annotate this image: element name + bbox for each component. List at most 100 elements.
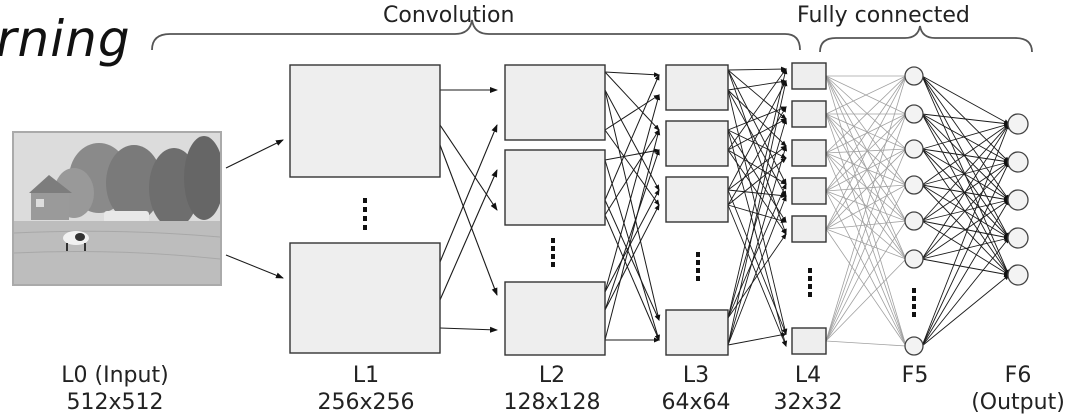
fc-edge — [921, 199, 1010, 260]
connection-edge — [604, 94, 661, 293]
fc-edge — [921, 237, 1010, 347]
fc-edge — [825, 258, 907, 342]
connection-edge — [727, 68, 787, 151]
connection-edge — [604, 199, 660, 321]
slide-title-fragment: rning — [0, 10, 131, 68]
connection-edge — [604, 89, 660, 191]
l1-feature-map — [289, 64, 441, 178]
fc-edge — [921, 113, 1010, 239]
layer-size: 512x512 — [66, 390, 164, 415]
f5-neuron — [904, 139, 924, 159]
connection-edge — [727, 66, 787, 72]
connection-edge — [439, 124, 498, 263]
connection-edge — [604, 71, 660, 78]
connection-edge — [604, 159, 660, 341]
l4-feature-map — [791, 177, 827, 205]
fc-edge — [825, 148, 907, 342]
ellipsis-dot — [808, 284, 812, 289]
f5-neuron — [904, 66, 924, 86]
fc-edge — [921, 160, 1010, 186]
connection-edge — [727, 157, 787, 206]
layer-name: L3 — [682, 363, 710, 388]
ellipsis-dot — [363, 207, 367, 212]
connection-edge — [727, 233, 787, 319]
l3-feature-map — [665, 309, 729, 356]
fc-edge — [825, 152, 907, 222]
connection-edge — [604, 129, 661, 341]
fc-edge — [921, 184, 1010, 239]
layer-label-l0: L0 (Input) 512x512 — [40, 362, 190, 416]
ellipsis-dot — [808, 276, 812, 281]
fc-edge — [825, 190, 907, 222]
fc-edge — [825, 184, 907, 230]
f5-neuron — [904, 336, 924, 356]
fc-edge — [825, 113, 907, 222]
fc-edge — [921, 220, 1010, 276]
connection-edge — [727, 118, 788, 319]
f5-neuron — [904, 249, 924, 269]
connection-edge — [604, 189, 660, 293]
fc-edge — [921, 184, 1010, 202]
fc-edge — [825, 75, 907, 342]
f6-neuron — [1007, 113, 1029, 135]
ellipsis-dot — [696, 268, 700, 273]
l2-feature-map — [504, 64, 606, 141]
fc-edge — [825, 75, 907, 192]
l2-feature-map — [504, 281, 606, 356]
fc-edge — [921, 148, 1010, 201]
connection-edge — [727, 89, 787, 147]
ellipsis-dot — [696, 260, 700, 265]
l1-ellipsis — [363, 198, 367, 230]
connection-edge — [439, 124, 498, 211]
fc-edge — [921, 161, 1010, 347]
l3-feature-map — [665, 64, 729, 111]
ellipsis-dot — [363, 216, 367, 221]
fc-edge — [921, 122, 1010, 150]
fully-connected-label: Fully connected — [797, 3, 970, 28]
layer-label-l2: L2 128x128 — [482, 362, 622, 416]
connection-edge — [727, 68, 788, 319]
l4-feature-map — [791, 215, 827, 243]
l4-ellipsis — [808, 268, 812, 297]
ellipsis-dot — [912, 304, 916, 309]
convolution-brace — [151, 19, 801, 51]
layer-size: 256x256 — [317, 390, 415, 415]
fc-edge — [921, 113, 1010, 163]
connection-edge — [727, 69, 787, 185]
connection-edge — [439, 326, 498, 333]
fc-edge — [825, 152, 907, 186]
f5-ellipsis — [912, 288, 916, 317]
layer-name: L0 (Input) — [61, 363, 169, 388]
ellipsis-dot — [551, 262, 555, 267]
connection-edge — [604, 74, 660, 201]
fc-edge — [921, 123, 1010, 260]
input-to-l1-edge — [225, 139, 284, 169]
fc-edge — [921, 75, 1010, 125]
fc-edge — [825, 113, 907, 342]
connection-edge — [604, 204, 660, 311]
f6-neuron — [1007, 264, 1029, 286]
ellipsis-dot — [551, 254, 555, 259]
layer-size: 32x32 — [773, 390, 843, 415]
ellipsis-dot — [912, 312, 916, 317]
layer-name: L1 — [352, 363, 380, 388]
l3-feature-map — [665, 120, 729, 167]
layer-size: (Output) — [971, 390, 1065, 415]
ellipsis-dot — [912, 288, 916, 293]
layer-name: L2 — [538, 363, 566, 388]
f5-neuron — [904, 211, 924, 231]
ellipsis-dot — [696, 252, 700, 257]
layer-name: F6 — [1004, 363, 1032, 388]
fc-edge — [825, 190, 907, 347]
fc-edge — [825, 228, 907, 347]
fc-edge — [921, 161, 1010, 260]
fc-edge — [825, 148, 907, 230]
fc-edge — [921, 123, 1010, 186]
fc-edge — [825, 220, 907, 342]
f5-neuron — [904, 104, 924, 124]
fc-edge — [825, 340, 907, 347]
f6-neuron — [1007, 227, 1029, 249]
input-to-l1-edge — [225, 254, 284, 279]
connection-edge — [604, 94, 660, 131]
